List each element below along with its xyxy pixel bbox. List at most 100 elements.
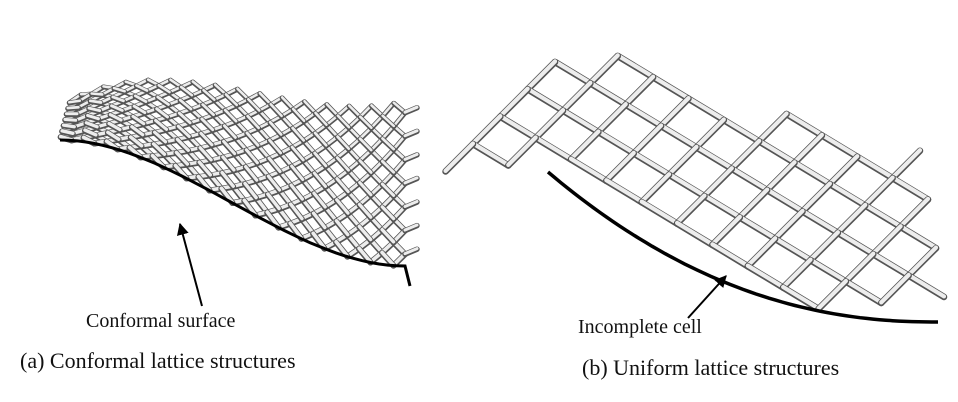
strut: [392, 101, 407, 114]
strut: [757, 111, 789, 143]
strut: [358, 159, 373, 174]
strut: [781, 284, 821, 311]
conformal-surface-arrow: [177, 222, 203, 307]
strut: [132, 104, 147, 115]
strut: [63, 117, 78, 122]
strut: [498, 114, 538, 140]
strut: [220, 170, 235, 188]
strut: [221, 155, 236, 172]
strut: [135, 84, 149, 92]
strut: [403, 247, 419, 256]
strut: [737, 214, 778, 241]
strut: [757, 138, 797, 165]
strut: [560, 80, 593, 113]
strut: [898, 224, 939, 250]
strut: [313, 131, 328, 147]
strut: [112, 86, 126, 93]
strut: [890, 175, 931, 202]
strut: [265, 210, 281, 229]
strut: [403, 199, 419, 208]
strut: [380, 250, 396, 267]
strut: [533, 135, 574, 161]
strut: [311, 211, 327, 230]
strut: [266, 174, 282, 192]
strut: [588, 80, 628, 107]
strut: [871, 251, 911, 278]
strut: [568, 156, 609, 183]
strut: [199, 131, 214, 147]
strut: [311, 231, 327, 250]
strut: [808, 257, 848, 284]
strut: [289, 183, 304, 201]
strut: [202, 88, 216, 101]
strut: [835, 202, 868, 235]
strut: [674, 193, 707, 226]
strut: [694, 144, 734, 171]
strut: [631, 150, 672, 177]
strut: [83, 128, 98, 137]
strut: [236, 87, 250, 101]
strut: [623, 74, 656, 107]
strut: [358, 137, 373, 152]
strut: [808, 230, 840, 262]
strut: [312, 191, 327, 209]
strut: [246, 114, 260, 130]
strut: [816, 278, 848, 311]
strut: [658, 96, 691, 128]
conformal-surface-label: Conformal surface: [86, 310, 236, 332]
strut: [111, 95, 125, 103]
strut: [721, 117, 762, 143]
strut: [108, 113, 123, 122]
strut: [879, 272, 911, 305]
strut: [280, 96, 295, 111]
strut: [325, 102, 340, 117]
uniform-surface-curve: [546, 170, 938, 324]
strut: [358, 180, 373, 197]
strut: [552, 59, 593, 85]
strut: [334, 239, 350, 258]
conformal-surface-curve: [59, 138, 412, 287]
strut: [737, 187, 770, 220]
strut: [222, 124, 237, 139]
strut: [90, 92, 104, 96]
strut: [313, 151, 328, 168]
strut: [269, 102, 283, 118]
strut: [784, 111, 824, 137]
strut: [674, 220, 715, 247]
strut: [863, 202, 903, 229]
strut: [666, 144, 699, 177]
strut: [176, 124, 191, 139]
strut: [155, 107, 169, 119]
incomplete-cell-arrow: [687, 275, 727, 319]
strut: [710, 214, 742, 247]
strut: [403, 152, 419, 161]
strut: [702, 193, 742, 220]
strut: [525, 59, 558, 91]
strut: [258, 91, 273, 106]
incomplete-cell-label: Incomplete cell: [578, 316, 702, 338]
strut: [154, 118, 169, 131]
strut: [710, 242, 750, 268]
strut: [470, 141, 511, 167]
strut: [863, 175, 895, 208]
strut: [222, 139, 237, 156]
strut: [61, 123, 76, 129]
strut: [403, 105, 419, 114]
strut: [151, 142, 167, 156]
strut: [890, 148, 923, 180]
strut: [175, 137, 190, 152]
strut: [898, 196, 931, 229]
strut: [800, 181, 832, 214]
strut: [596, 102, 628, 134]
strut: [200, 117, 215, 132]
strut: [243, 181, 258, 200]
strut: [498, 86, 530, 119]
strut: [380, 227, 396, 244]
strut: [224, 93, 239, 107]
strut: [381, 137, 396, 151]
strut: [773, 208, 805, 241]
strut: [800, 208, 840, 235]
strut: [347, 104, 362, 118]
strut: [198, 146, 213, 162]
